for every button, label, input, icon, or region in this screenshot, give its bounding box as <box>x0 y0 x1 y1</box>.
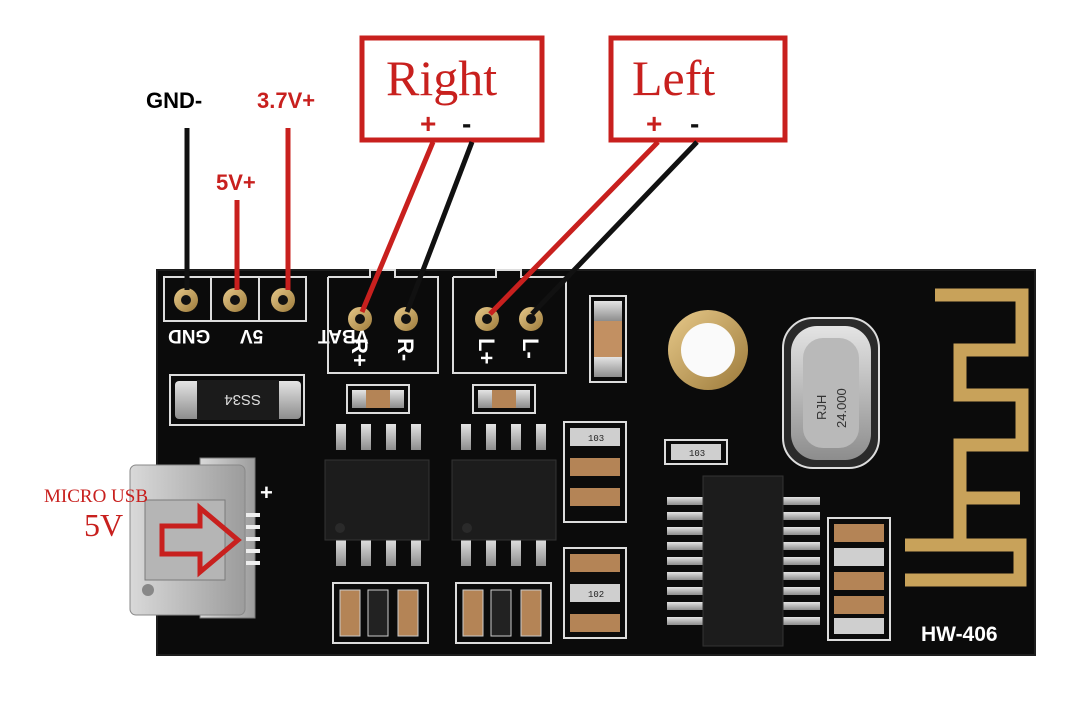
wire-left-plus <box>488 140 660 316</box>
right-title: Right <box>386 50 497 106</box>
smd-parts-top <box>346 384 536 414</box>
label-5v: 5V+ <box>216 170 256 195</box>
right-header-outline <box>327 269 439 374</box>
label-gnd: GND- <box>146 88 202 113</box>
silk-r-plus: R+ <box>347 338 372 367</box>
left-label-box <box>608 35 788 143</box>
smd-parts-bottom <box>332 582 552 644</box>
smd-cluster-right <box>827 517 891 641</box>
svg-text:103: 103 <box>689 449 705 459</box>
svg-text:24.000: 24.000 <box>834 388 849 428</box>
label-3v7: 3.7V+ <box>257 88 315 113</box>
silk-5v: 5V <box>240 325 264 346</box>
right-pads <box>348 307 418 331</box>
wire-right-minus <box>404 141 475 313</box>
silk-l-minus: L- <box>518 338 543 359</box>
silk-gnd: GND <box>168 325 210 346</box>
usb-arrow-icon <box>159 502 242 578</box>
silk-l-plus: L+ <box>474 338 499 364</box>
bluetooth-chip <box>667 475 820 647</box>
left-pads <box>475 307 543 331</box>
amp-ic-1 <box>324 424 430 566</box>
left-title: Left <box>632 50 715 106</box>
silk-r-minus: R- <box>393 338 418 361</box>
smd-column-middle: 103 102 <box>563 421 627 639</box>
svg-text:RJH: RJH <box>814 395 829 420</box>
smd-capacitor-top <box>589 295 627 383</box>
svg-text:SS34: SS34 <box>224 391 261 408</box>
micro-usb-connector <box>129 457 260 619</box>
wire-left-minus <box>530 140 699 316</box>
svg-text:103: 103 <box>588 434 604 444</box>
right-plus: + <box>420 108 436 139</box>
power-pads <box>174 288 295 312</box>
right-minus: - <box>462 108 471 139</box>
model-label: HW-406 <box>921 623 998 646</box>
pcb-antenna <box>905 288 1029 587</box>
right-label-box <box>359 35 545 143</box>
left-plus: + <box>646 108 662 139</box>
crystal-oscillator: RJH 24.000 <box>782 317 880 469</box>
silk-vbat: VBAT <box>318 325 369 346</box>
left-header-outline <box>452 269 567 374</box>
wire-right-plus <box>359 141 436 313</box>
diode-ss34: SS34 <box>169 374 305 426</box>
usb-label-line1: MICRO USB <box>44 486 148 507</box>
usb-label-line2: 5V <box>84 507 123 543</box>
smd-resistor-103: 103 <box>664 439 728 465</box>
svg-text:102: 102 <box>588 590 604 600</box>
amp-ic-2 <box>451 424 557 566</box>
left-minus: - <box>690 108 699 139</box>
silk-usb-plus: + <box>260 480 273 505</box>
